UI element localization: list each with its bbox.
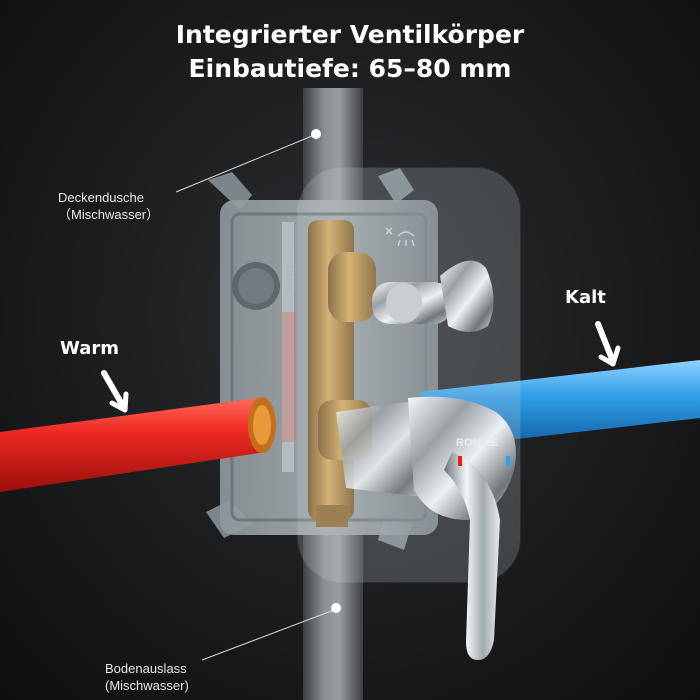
leader-lines	[175, 129, 341, 661]
ceiling-shower-label-line-1: Deckendusche	[58, 190, 144, 205]
cold-arrow-icon	[595, 321, 621, 367]
warm-label: Warm	[60, 338, 119, 359]
page-title: Integrierter Ventilkörper Einbautiefe: 6…	[0, 18, 700, 86]
warm-pipe	[0, 397, 276, 492]
shower-icon	[385, 227, 415, 247]
mixer-handle[interactable]: RONVIE	[336, 396, 516, 660]
title-line-2: Einbautiefe: 65–80 mm	[188, 54, 512, 83]
floor-outlet-label-line-1: Bodenauslass	[105, 661, 187, 676]
floor-outlet-label: Bodenauslass (Mischwasser)	[105, 660, 189, 694]
brand-logo-text: RONVIE	[456, 437, 498, 449]
cold-label: Kalt	[565, 287, 606, 308]
ceiling-shower-label-line-2: （Mischwasser）	[58, 207, 160, 222]
title-line-1: Integrierter Ventilkörper	[175, 20, 525, 49]
warm-arrow-icon	[101, 370, 129, 413]
box-side-text: Water	[283, 262, 295, 291]
ceiling-shower-label: Deckendusche （Mischwasser）	[58, 189, 159, 223]
floor-outlet-label-line-2: (Mischwasser)	[105, 678, 189, 693]
diverter-handle[interactable]	[372, 260, 494, 332]
